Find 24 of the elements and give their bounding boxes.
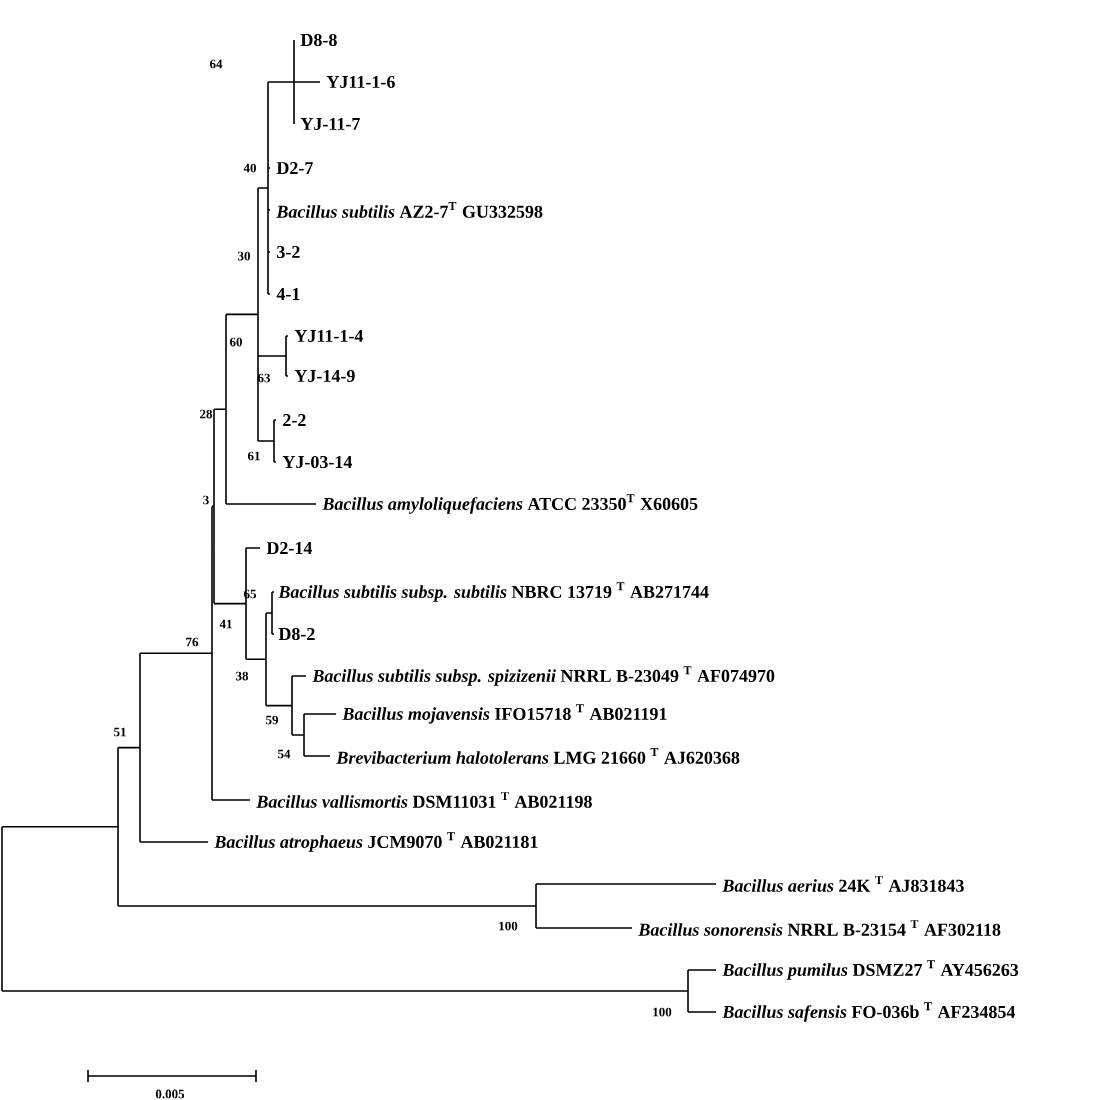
taxon-label: D8-8 [300,33,337,47]
taxon-label: YJ11-1-4 [294,329,364,343]
taxon-label: Bacillus safensis FO-036b $^{T}$ AF234854 [722,1002,1016,1022]
taxon-label: Bacillus subtilis subsp. subtilis NBRC 13719 $^{T}$ AB271744 [278,582,709,602]
taxon-label: 2-2 [283,414,306,426]
taxon-label: Bacillus subtilis subsp. spizizenii NRRL B-23049 $^{T}$ AF074970 [312,666,775,686]
taxon-label: Bacillus atrophaeus JCM9070 $^{T}$ AB021181 [214,832,538,852]
taxon-label: Brevibacterium halotolerans LMG 21660 $^{T}$ AJ620368 [336,748,740,764]
taxon-label: Bacillus aerius 24K $^{T}$ AJ831843 [722,876,964,892]
taxon-label: Bacillus vallismortis DSM11031 $^{T}$ AB021198 [256,792,592,808]
taxon-label: Bacillus sonorensis NRRL B-23154 $^{T}$ AF302118 [638,920,1001,936]
taxon-label: YJ-11-7 [300,117,360,131]
taxon-label: YJ11-1-6 [326,75,395,89]
taxon-label: Bacillus pumilus DSMZ27 $^{T}$ AY456263 [722,960,1019,980]
taxon-label: 3-2 [277,245,300,259]
taxon-label: YJ-14-9 [294,369,355,383]
taxon-label: D2-14 [266,542,313,554]
taxon-label: D2-7 [276,162,313,174]
taxon-label: Bacillus subtilis AZ2-7$^{T}$ GU332598 [276,202,543,218]
taxon-label: D8-2 [278,627,315,641]
taxon-label: Bacillus mojavensis IFO15718 $^{T}$ AB021191 [342,704,667,724]
taxon-label: Bacillus amyloliquefaciens ATCC 23350$^{T}$ X60605 [322,494,698,514]
taxon-label: YJ-03-14 [282,455,353,469]
taxon-label: 4-1 [276,288,300,300]
